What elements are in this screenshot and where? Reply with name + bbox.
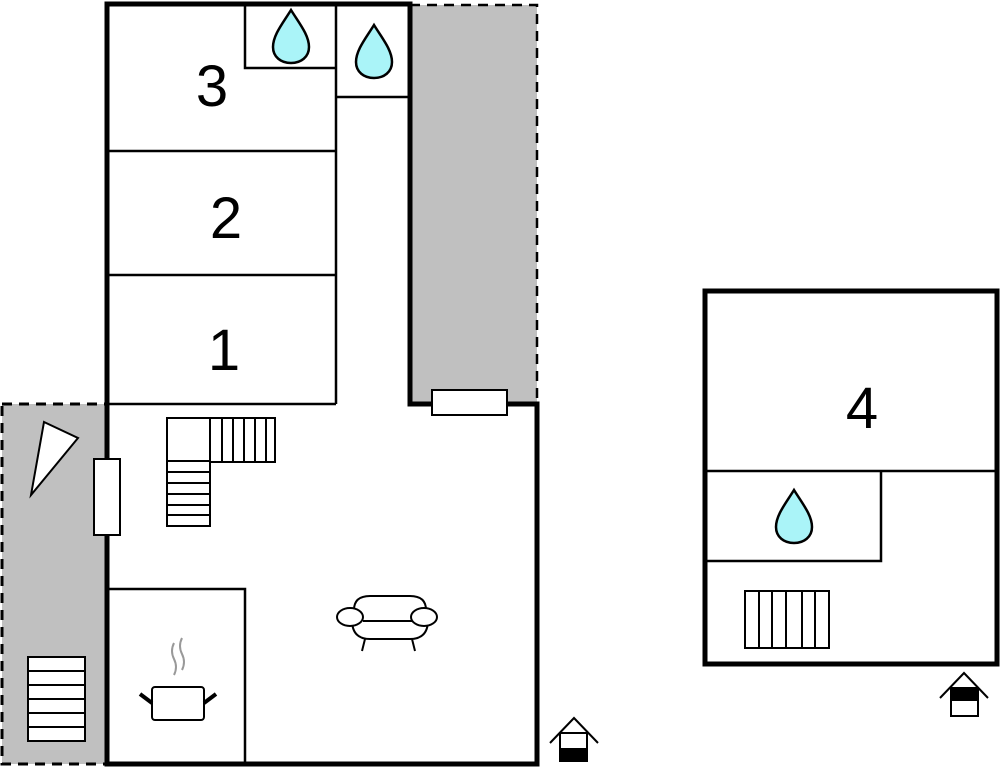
- stairs-icon: [166, 417, 276, 527]
- water-drop-icon: [774, 488, 814, 545]
- interior-walls: [107, 4, 410, 764]
- window: [431, 389, 508, 416]
- main-building-walls: [104, 1, 540, 767]
- entrance-house-icon: [939, 671, 989, 717]
- annex-interior-walls: [705, 469, 997, 563]
- room-number-2: 2: [210, 186, 242, 251]
- sofa-icon: [336, 595, 438, 652]
- water-drop-icon: [354, 23, 394, 80]
- stairs-icon: [27, 656, 86, 742]
- water-drop-icon: [271, 8, 311, 65]
- annex-building-walls: [702, 288, 1000, 667]
- room-number-4: 4: [846, 376, 878, 441]
- stairs-icon: [744, 590, 830, 649]
- room-number-1: 1: [208, 318, 240, 383]
- room-number-3: 3: [196, 54, 228, 119]
- window: [93, 458, 121, 536]
- terrace-right: [408, 3, 539, 406]
- entrance-house-icon: [549, 716, 599, 762]
- parasol-icon: [29, 420, 80, 499]
- cooking-pot-icon: [138, 637, 218, 721]
